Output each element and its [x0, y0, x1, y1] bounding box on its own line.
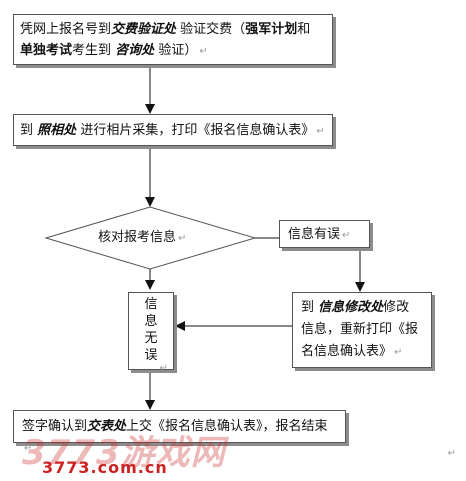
step1-payment-place: 交费验证处 [111, 22, 177, 37]
step1-line2: 单独考试考生到 咨询处 验证）↵ [20, 43, 208, 58]
step2-photo-place: 照相处 [37, 123, 77, 138]
ok-box-label: 信 息 无 误 ↵ [144, 297, 168, 374]
step1-line1: 凭网上报名号到交费验证处 验证交费（强军计划和 [20, 22, 311, 37]
final-box: 签字确认到交表处上交《报名信息确认表》，报名结束↵ [13, 410, 346, 454]
corner-return-mark: ↵ [447, 448, 456, 459]
step2-box: 到 照相处 进行相片采集，打印《报名信息确认表》↵ [13, 114, 333, 146]
ok-box [128, 292, 174, 370]
fix-place: 信息修改处 [318, 300, 384, 315]
fix-box: 到 信息修改处修改 信息，重新打印《报 名信息确认表》↵ [292, 292, 432, 368]
error-box: 信息有误↵ [279, 220, 370, 248]
step1-box: 凭网上报名号到交费验证处 验证交费（强军计划和 单独考试考生到 咨询处 验证）↵ [13, 14, 333, 65]
step1-inquiry-place: 咨询处 [115, 43, 155, 58]
watermark-logo: 3773游戏网 [22, 433, 226, 473]
decision-label: 核对报考信息↵ [98, 230, 187, 245]
final-place: 交表处 [87, 419, 127, 434]
watermark-url: 3773.com.cn [42, 458, 168, 477]
